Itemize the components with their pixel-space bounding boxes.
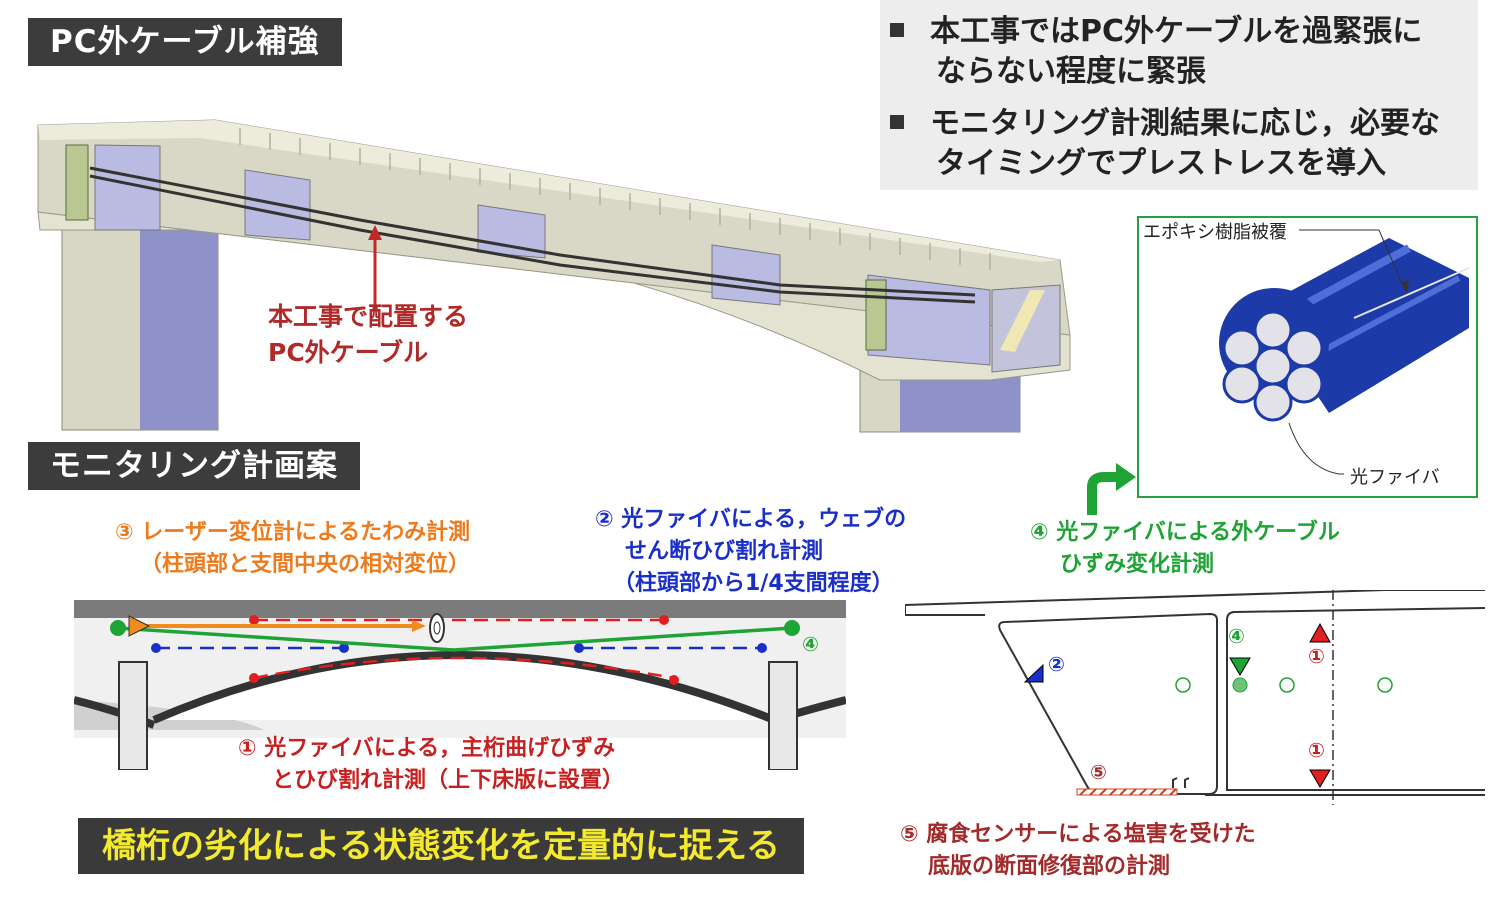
label-m2-line3: （柱頭部から1/4支間程度） [613,571,894,596]
label-m3-line1: ③ レーザー変位計によるたわみ計測 [115,520,471,545]
label-m2-line1: ② 光ファイバによる，ウェブの [595,507,907,532]
bridge-illustration [37,119,1071,433]
marker-5-section: ⑤ [1090,760,1107,784]
marker-4-elevation: ④ [802,632,819,656]
notes-box [880,0,1478,190]
label-m1-line2: とひび割れ計測（上下床版に設置） [272,768,625,793]
label-m5-line2: 底版の断面修復部の計測 [928,854,1171,879]
bullet-square-icon [890,115,904,129]
label-m5-line1: ⑤ 腐食センサーによる塩害を受けた [900,822,1256,847]
label-m1-line1: ① 光ファイバによる，主桁曲げひずみ [238,736,616,761]
note-bullet-2-cont: タイミングでプレストレスを導入 [936,146,1386,181]
label-m2-line2: せん断ひび割れ計測 [625,539,824,564]
label-m3-line2: （柱頭部と支間中央の相対変位） [140,552,471,577]
label-m4-line2: ひずみ変化計測 [1060,552,1215,577]
summary-banner: 橋桁の劣化による状態変化を定量的に捉える [78,818,804,874]
label-epoxy-coating: エポキシ樹脂被覆 [1143,222,1287,243]
cable-section-diagram [1219,229,1470,475]
marker-1-top: ① [1308,644,1325,668]
section-header-monitoring: モニタリング計画案 [28,442,360,490]
label-m4-line1: ④ 光ファイバによる外ケーブル [1030,520,1340,545]
bullet-square-icon [890,23,904,37]
note-text: 本工事ではPC外ケーブルを過緊張に [930,14,1423,49]
cable-callout-line2: PC外ケーブル [268,338,429,367]
section-header-reinforcement: PC外ケーブル補強 [28,18,342,66]
cable-callout-line1: 本工事で配置する [268,302,469,331]
marker-4-section: ④ [1228,624,1245,648]
note-bullet-2: モニタリング計測結果に応じ，必要な [890,104,1440,144]
green-arrow-icon [1087,463,1136,515]
marker-1-bottom: ① [1308,738,1325,762]
note-bullet-1: 本工事ではPC外ケーブルを過緊張に [890,12,1422,52]
marker-2-section: ② [1048,652,1065,676]
label-optical-fiber: 光ファイバ [1350,467,1440,488]
girder-cross-section-diagram [905,590,1486,805]
note-text: モニタリング計測結果に応じ，必要な [930,106,1440,141]
girder-elevation-diagram [74,600,846,770]
note-bullet-1-cont: ならない程度に緊張 [936,54,1206,89]
